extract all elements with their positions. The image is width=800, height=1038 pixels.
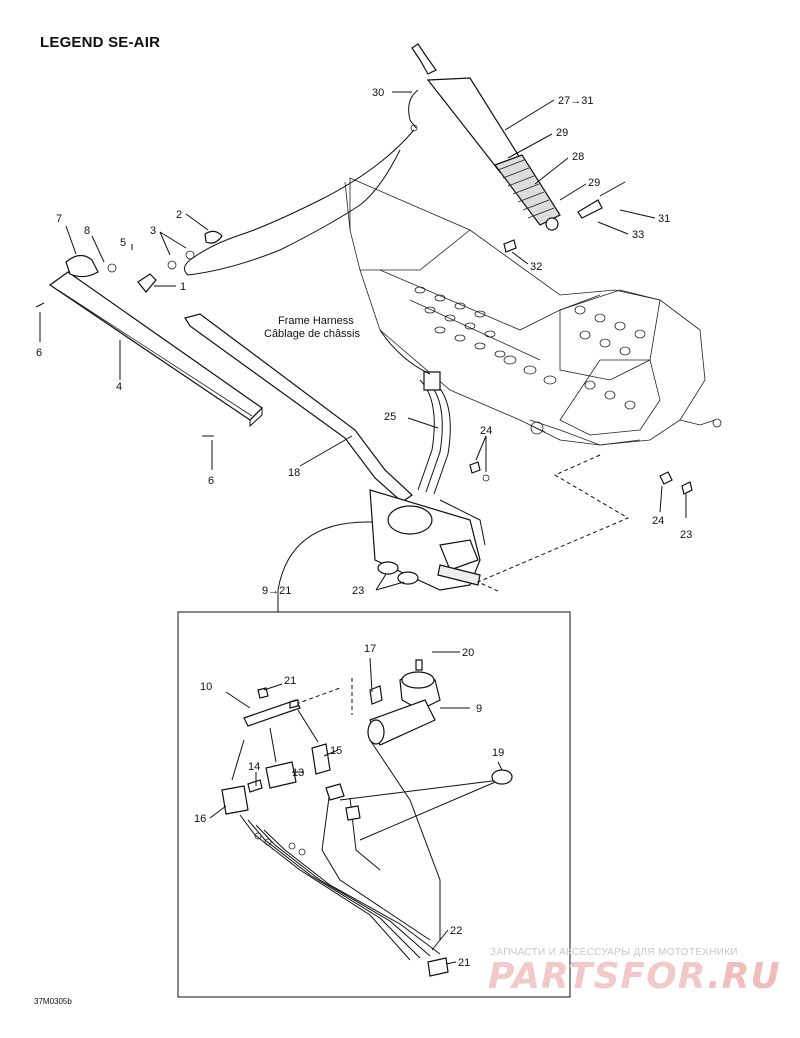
callout-7: 7	[56, 213, 62, 225]
callout-22: 23	[352, 585, 364, 597]
watermark-brand: PARTSFOR	[488, 956, 708, 997]
callout-15: 17	[364, 643, 376, 655]
callout-12: 14	[248, 761, 260, 773]
hardware-fasteners	[469, 461, 693, 495]
diagram-title: LEGEND SE-AIR	[40, 34, 161, 51]
harness-label-en: Frame Harness	[278, 315, 354, 327]
compressor-assembly	[369, 371, 486, 591]
callout-20: 22	[450, 925, 462, 937]
detail-leader	[277, 521, 373, 591]
callout-24-b: 24	[652, 515, 664, 527]
clamps	[377, 561, 419, 585]
callout-32: 31	[658, 213, 670, 225]
callout-34: 33	[632, 229, 644, 241]
callout-19: 21	[458, 957, 470, 969]
callout-33: 32	[530, 261, 542, 273]
callout-14: 16	[194, 813, 206, 825]
callout-16: 18	[288, 467, 300, 479]
detail-manifold	[243, 687, 341, 727]
frame-harness-label: Frame Harness Câblage de châssis	[264, 315, 361, 340]
callout-25: 24	[480, 425, 492, 437]
callout-10: 10	[200, 681, 212, 693]
detail-box	[177, 611, 571, 998]
callout-9: 9	[476, 703, 482, 715]
air-tube	[184, 313, 413, 503]
callout-26: 25	[384, 411, 396, 423]
callout-5: 5	[120, 237, 126, 249]
hardware-left	[131, 230, 223, 293]
callout-2: 2	[176, 209, 182, 221]
left-rail	[35, 254, 263, 437]
callout-labels: 30 27→31 29 28 29 29 31 33 32 2 3 13 8 7…	[36, 87, 692, 969]
callout-17: 19	[492, 747, 504, 759]
watermark-domain: .RU	[707, 956, 781, 997]
harness-label-fr: Câblage de châssis	[264, 328, 361, 340]
callout-1: 1	[180, 281, 186, 293]
callout-29-b: 29	[588, 177, 600, 189]
drawing-code: 37M0305b	[34, 997, 72, 1006]
shock-absorber	[408, 43, 561, 231]
callout-28: 28	[572, 151, 584, 163]
dashed-outline	[476, 454, 630, 593]
watermark-tagline: ЗАПЧАСТИ И АКСЕССУАРЫ ДЛЯ МОТОТЕХНИКИ	[490, 947, 738, 958]
callout-13: 15	[330, 745, 342, 757]
callout-11: 13	[292, 767, 304, 779]
callout-30: 29	[556, 127, 568, 139]
frame-assembly	[344, 177, 722, 446]
callout-18: 20	[462, 647, 474, 659]
watermark-logo: PARTSFOR.RU	[488, 956, 781, 997]
callout-6-left: 6	[36, 347, 42, 359]
callout-21-b: 21	[284, 675, 296, 687]
leader-lines	[39, 91, 687, 965]
callout-3: 3	[150, 225, 156, 237]
callout-31: 30	[372, 87, 384, 99]
detail-wiring	[239, 739, 513, 977]
callout-23-b: 23	[680, 529, 692, 541]
detail-valves	[221, 709, 331, 815]
hardware-upper-right	[503, 181, 626, 253]
callout-4: 4	[116, 381, 122, 393]
detail-compressor	[351, 659, 441, 746]
callout-27-31: 27→31	[558, 95, 593, 107]
callout-9-21: 9→21	[262, 585, 291, 597]
callout-6-mid: 6	[208, 475, 214, 487]
air-line	[184, 129, 415, 276]
callout-8-b: 8	[84, 225, 90, 237]
